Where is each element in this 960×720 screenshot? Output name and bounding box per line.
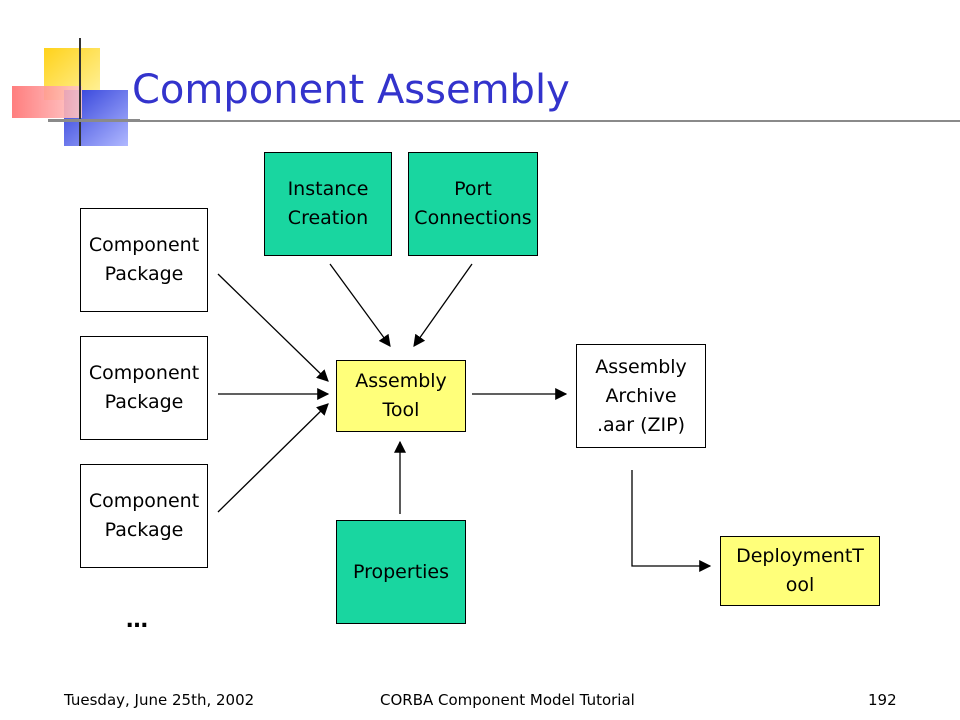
node-label: Component Package (88, 490, 200, 541)
node-label: Assembly Archive .aar (ZIP) (595, 355, 687, 436)
edge-package1-to-tool (217, 273, 329, 382)
node-label: Port Connections (414, 178, 532, 229)
instance-creation-node: Instance Creation (264, 152, 392, 256)
node-label: DeploymentT ool (736, 545, 864, 596)
component-package-node: Component Package (80, 336, 208, 440)
footer-course-title: CORBA Component Model Tutorial (380, 691, 635, 709)
node-label: Component Package (88, 234, 200, 285)
component-package-node: Component Package (80, 208, 208, 312)
edge-archive-to-deployment (631, 470, 712, 572)
component-package-node: Component Package (80, 464, 208, 568)
assembly-archive-node: Assembly Archive .aar (ZIP) (576, 344, 706, 448)
slide-title: Component Assembly (132, 67, 570, 113)
footer-date: Tuesday, June 25th, 2002 (64, 691, 255, 709)
assembly-tool-node: Assembly Tool (336, 360, 466, 432)
edge-package3-to-tool (217, 403, 329, 513)
footer-page-number: 192 (868, 691, 897, 709)
port-connections-node: Port Connections (408, 152, 538, 256)
properties-node: Properties (336, 520, 466, 624)
edge-instance-to-tool (329, 263, 391, 347)
more-packages-ellipsis: … (126, 608, 149, 633)
node-label: Component Package (88, 362, 200, 413)
node-label: Instance Creation (287, 178, 369, 229)
title-divider (48, 120, 960, 122)
edge-ports-to-tool (413, 263, 473, 347)
deployment-tool-node: DeploymentT ool (720, 536, 880, 606)
node-label: Assembly Tool (355, 370, 447, 421)
node-label: Properties (352, 560, 450, 583)
